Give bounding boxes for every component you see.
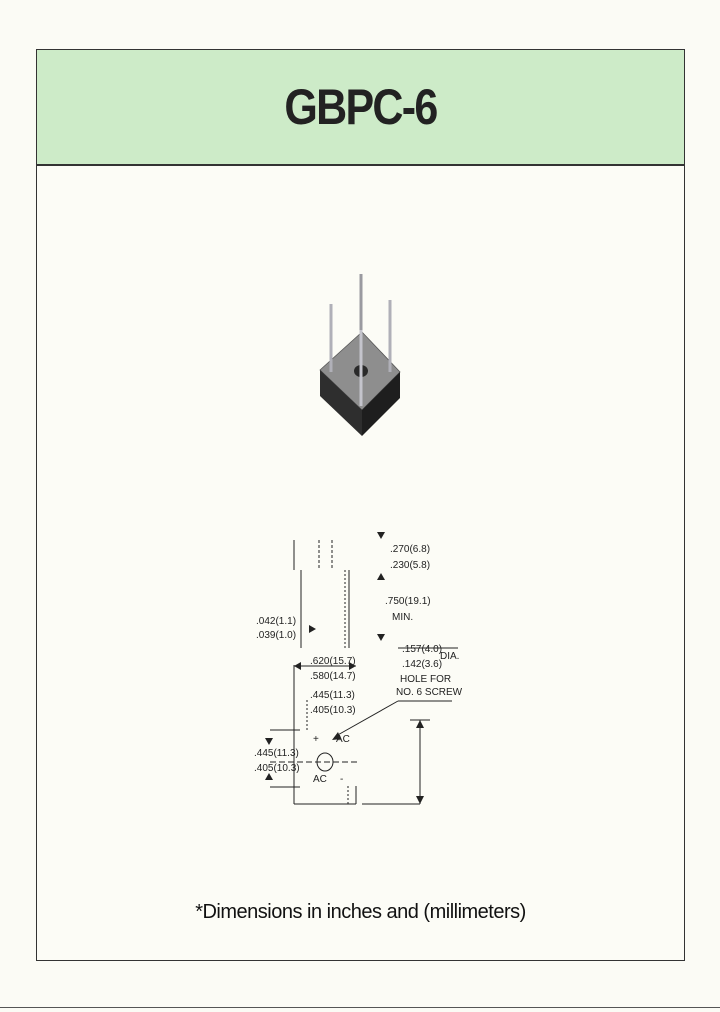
arrow-width-left xyxy=(294,662,301,670)
arrow-width-right xyxy=(349,662,356,670)
pin-spacing-top-label: .445(11.3) xyxy=(310,690,355,701)
package-right-face xyxy=(362,372,400,436)
arrow-height-bottom xyxy=(416,796,424,804)
arrow-height-top xyxy=(416,720,424,728)
lead-min-label: .750(19.1) xyxy=(385,596,431,607)
body-width-top-label: .620(15.7) xyxy=(310,656,356,667)
lead-dia-top-label: .042(1.1) xyxy=(256,616,296,627)
hole-leader-diag xyxy=(335,700,399,737)
side-spacing-top-label: .445(11.3) xyxy=(254,748,299,759)
dimensions-footnote: *Dimensions in inches and (millimeters) xyxy=(195,901,526,923)
title-banner: GBPC-6 xyxy=(37,50,684,166)
package-left-face xyxy=(320,370,362,436)
lead-length-bottom-label: .230(5.8) xyxy=(390,560,430,571)
hole-note-2: NO. 6 SCREW xyxy=(396,687,463,698)
body-width-bottom-label: .580(14.7) xyxy=(310,671,356,682)
arrow-lead-top xyxy=(377,532,385,539)
pin-plus-label: + xyxy=(313,734,319,745)
lead-dia-bottom-label: .039(1.0) xyxy=(256,630,296,641)
side-spacing-bottom-label: .405(10.3) xyxy=(254,763,300,774)
hole-dia-top-label: .157(4.0) xyxy=(402,644,442,655)
lead-length-top-label: .270(6.8) xyxy=(390,544,430,555)
hole-dia-bottom-label: .142(3.6) xyxy=(402,659,442,670)
package-title: GBPC-6 xyxy=(284,79,438,135)
page-bottom-rule xyxy=(0,1007,720,1008)
arrow-lead-bottom xyxy=(377,573,385,580)
pin-spacing-bottom-label: .405(10.3) xyxy=(310,705,356,716)
lead-min-suffix: MIN. xyxy=(392,612,413,623)
arrow-min xyxy=(377,634,385,641)
arrow-side-bottom xyxy=(265,773,273,780)
pin-ac-2-label: AC xyxy=(313,774,327,785)
datasheet-frame: GBPC-6 *Dimensions in inches and (millim… xyxy=(36,49,685,961)
pin-ac-1-label: AC xyxy=(336,734,350,745)
hole-note-1: HOLE FOR xyxy=(400,674,451,685)
pin-minus-label: - xyxy=(340,774,343,785)
arrow-side-top xyxy=(265,738,273,745)
arrow-hole xyxy=(332,732,341,740)
hole-dia-suffix: DIA. xyxy=(440,651,459,662)
hole-outline xyxy=(316,752,334,772)
arrow-lead-dia xyxy=(309,625,316,633)
